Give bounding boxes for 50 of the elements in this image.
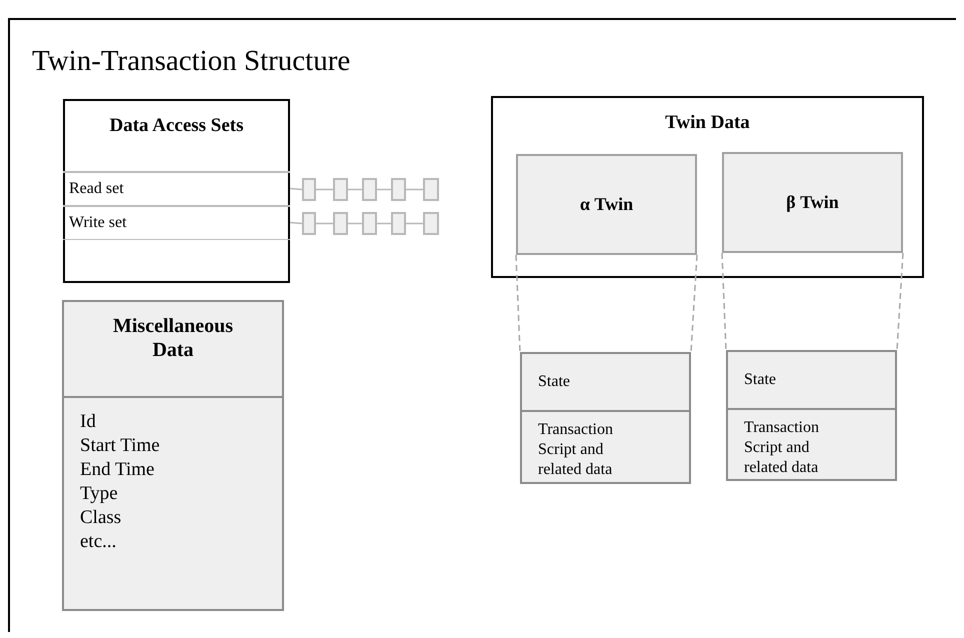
list-element-box <box>333 178 348 201</box>
field-name: Start Time <box>80 434 160 458</box>
link-line <box>406 222 423 224</box>
dashed-projection-line <box>896 252 904 350</box>
list-element-box <box>302 178 316 201</box>
state-label: State <box>538 372 570 392</box>
detail-box <box>726 350 897 481</box>
list-element-box <box>423 212 439 235</box>
set-label: Write set <box>69 214 127 232</box>
link-line <box>348 222 362 224</box>
list-element-box <box>391 212 406 235</box>
field-name: Id <box>80 410 96 434</box>
list-element-box <box>302 212 316 235</box>
link-line <box>348 188 362 190</box>
panel-heading: Data Access Sets <box>108 115 245 137</box>
twin-label: α Twin <box>580 194 634 215</box>
panel-heading: Twin Data <box>664 112 751 134</box>
twin-box <box>722 152 903 253</box>
list-element-box <box>362 212 377 235</box>
link-line <box>316 188 333 190</box>
diagram-title: Twin-Transaction Structure <box>32 44 350 78</box>
record-box <box>62 300 284 611</box>
dashed-projection-line <box>721 252 727 350</box>
link-line <box>377 188 391 190</box>
link-line <box>290 188 302 190</box>
field-name: Class <box>80 506 122 530</box>
dashed-projection-line <box>515 254 521 352</box>
field-name: etc... <box>80 530 116 554</box>
set-label: Read set <box>69 180 124 198</box>
field-name: End Time <box>80 458 154 482</box>
link-line <box>316 222 333 224</box>
dashed-projection-line <box>690 254 698 352</box>
list-element-box <box>391 178 406 201</box>
detail-text: Transaction Script and related data <box>538 420 614 480</box>
container-box <box>63 99 290 283</box>
list-element-box <box>362 178 377 201</box>
list-element-box <box>423 178 439 201</box>
state-label: State <box>744 370 776 390</box>
link-line <box>290 222 302 224</box>
twin-label: β Twin <box>786 192 839 213</box>
field-name: Type <box>80 482 118 506</box>
detail-text: Transaction Script and related data <box>744 418 820 478</box>
list-element-box <box>333 212 348 235</box>
record-heading: Miscellaneous Data <box>112 314 234 362</box>
link-line <box>377 222 391 224</box>
container-box <box>491 96 924 278</box>
detail-box <box>520 352 691 484</box>
set-row <box>63 205 290 240</box>
twin-box <box>516 154 697 255</box>
link-line <box>406 188 423 190</box>
